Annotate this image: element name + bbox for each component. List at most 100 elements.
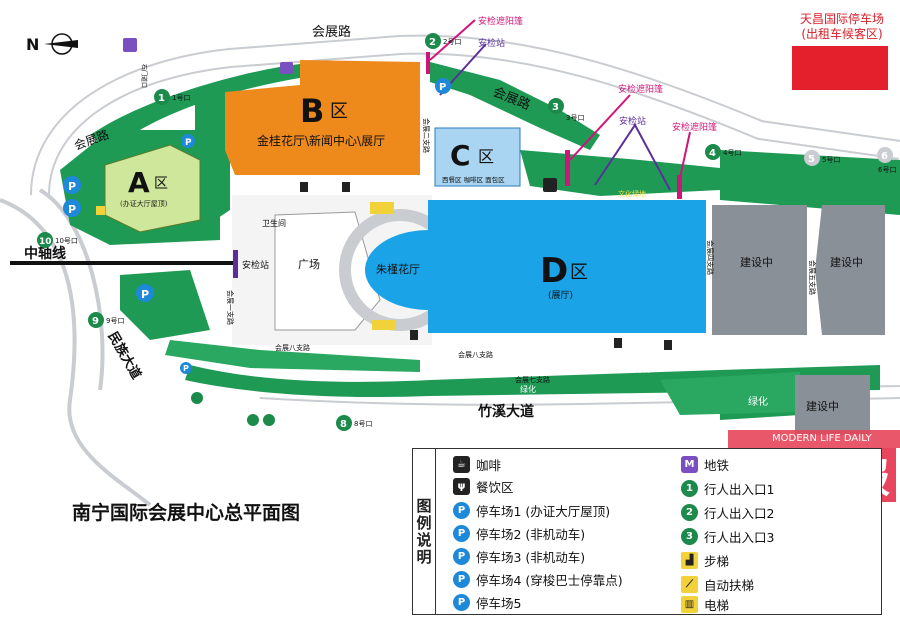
north-arrow-icon bbox=[44, 33, 78, 55]
green-label-3: 绿化 bbox=[748, 395, 768, 408]
legend-item-stairs: ▟步梯 bbox=[681, 551, 729, 570]
north-label: N bbox=[26, 35, 39, 54]
zone-d bbox=[428, 200, 706, 333]
east-green-belt bbox=[720, 150, 900, 215]
svg-text:2: 2 bbox=[429, 37, 436, 48]
parking-icon: P bbox=[136, 284, 154, 302]
taxi-label-line1: 天昌国际停车场 bbox=[799, 12, 884, 26]
svg-text:P: P bbox=[439, 82, 446, 93]
svg-text:P: P bbox=[185, 138, 192, 148]
green-label-4: 绿化 bbox=[635, 364, 651, 374]
zone-d-subtitle: (展厅) bbox=[548, 290, 573, 301]
construction-label-3: 建设中 bbox=[806, 399, 839, 413]
legend-item-escalator: ⟋自动扶梯 bbox=[681, 575, 754, 594]
c-dining-label: 西餐区 咖啡区 面包区 bbox=[442, 175, 505, 184]
taxi-area-marker bbox=[792, 46, 888, 90]
construction-block-2 bbox=[815, 205, 885, 335]
svg-text:5号口: 5号口 bbox=[822, 156, 840, 164]
parking-icon: P bbox=[453, 548, 470, 565]
zone-b-suffix: 区 bbox=[330, 101, 348, 122]
svg-text:10: 10 bbox=[39, 237, 52, 247]
road-minzu: 民族大道 bbox=[105, 329, 145, 382]
plaza-label: 广场 bbox=[298, 257, 320, 271]
zhujin-hall bbox=[365, 230, 430, 310]
central-axis-label: 中轴线 bbox=[24, 245, 66, 262]
metro-icon bbox=[123, 38, 293, 74]
road-branch-2: 会展二支路 bbox=[422, 118, 431, 153]
zone-a-suffix: 区 bbox=[154, 176, 168, 192]
leisure-corridor-label: 休闲长廊 bbox=[478, 189, 506, 198]
parking-icon: P bbox=[453, 594, 470, 611]
svg-text:9: 9 bbox=[92, 316, 99, 327]
svg-text:8号口: 8号口 bbox=[354, 420, 372, 428]
legend-heading: 图例说明 bbox=[413, 449, 436, 614]
construction-label-2: 建设中 bbox=[830, 255, 863, 269]
svg-text:6: 6 bbox=[881, 151, 888, 162]
road-huizhan-1: 会展路 bbox=[312, 24, 351, 40]
escalator-icon bbox=[96, 202, 396, 330]
coffee-icon bbox=[543, 178, 557, 192]
svg-text:1: 1 bbox=[158, 93, 165, 104]
svg-text:4号口: 4号口 bbox=[723, 149, 741, 157]
pedestrian-icon bbox=[191, 392, 275, 426]
canopy-label-3: 安检遮阳篷 bbox=[672, 121, 717, 133]
elevator-icon: ▥ bbox=[681, 596, 698, 613]
stone-gate-label: 石门道口 bbox=[140, 64, 148, 88]
svg-text:P: P bbox=[183, 364, 189, 373]
pedestrian-icon: 2 bbox=[681, 504, 698, 521]
canopy-label-2: 安检遮阳篷 bbox=[618, 83, 663, 95]
coffee-icon: ☕ bbox=[453, 456, 470, 473]
parking-icon: P bbox=[435, 78, 451, 94]
road-branch-1: 会展一支路 bbox=[226, 290, 235, 325]
zone-c-suffix: 区 bbox=[478, 147, 494, 166]
page-title: 南宁国际会展中心总平面图 bbox=[72, 502, 301, 524]
parking-icon: P bbox=[181, 134, 195, 148]
pedestrian-icon: 3 bbox=[681, 528, 698, 545]
taxi-area-label: 天昌国际停车场 (出租车候客区) bbox=[790, 12, 894, 42]
sw-green-block bbox=[120, 270, 210, 340]
dining-icon bbox=[300, 182, 672, 350]
zhujin-hall-label: 朱槿花厅 bbox=[376, 263, 420, 276]
canopy-bar-2 bbox=[565, 150, 570, 186]
watermark-brand: MODERN LIFE DAILY bbox=[728, 430, 900, 448]
green-label-1: 绿化 bbox=[370, 372, 386, 382]
zone-c-letter: C bbox=[450, 139, 471, 172]
construction-block-1 bbox=[712, 205, 807, 335]
svg-text:5: 5 bbox=[808, 154, 815, 165]
parking-icon: P bbox=[63, 176, 81, 194]
road-branch-8a: 会展八支路 bbox=[275, 343, 310, 352]
zone-c bbox=[434, 127, 521, 187]
green-label-2: 绿化 bbox=[520, 384, 536, 394]
stairs-icon: ▟ bbox=[681, 552, 698, 569]
road-branch-8b: 会展八支路 bbox=[458, 350, 493, 359]
zone-b-subtitle: 金桂花厅\新闻中心\展厅 bbox=[257, 133, 385, 148]
svg-text:P: P bbox=[68, 203, 76, 216]
dining-icon: ψ bbox=[453, 478, 470, 495]
svg-text:1号口: 1号口 bbox=[172, 94, 190, 102]
restroom-label: 卫生间 bbox=[262, 218, 286, 228]
checkpoint-label-2: 安检站 bbox=[619, 115, 646, 127]
svg-text:P: P bbox=[68, 180, 76, 193]
north-green-belt bbox=[90, 64, 300, 150]
road-branch-4: 会展四支路 bbox=[706, 240, 715, 275]
road-zhuxi: 竹溪大道 bbox=[477, 403, 534, 420]
zone-d-letter: D bbox=[540, 251, 568, 291]
road-branch-5: 会展五支路 bbox=[808, 260, 817, 295]
zone-a-letter: A bbox=[128, 166, 150, 199]
pedestrian-icon: 1 bbox=[681, 480, 698, 497]
checkpoint-bar-1 bbox=[233, 250, 238, 278]
ne-green-belt bbox=[430, 62, 600, 150]
